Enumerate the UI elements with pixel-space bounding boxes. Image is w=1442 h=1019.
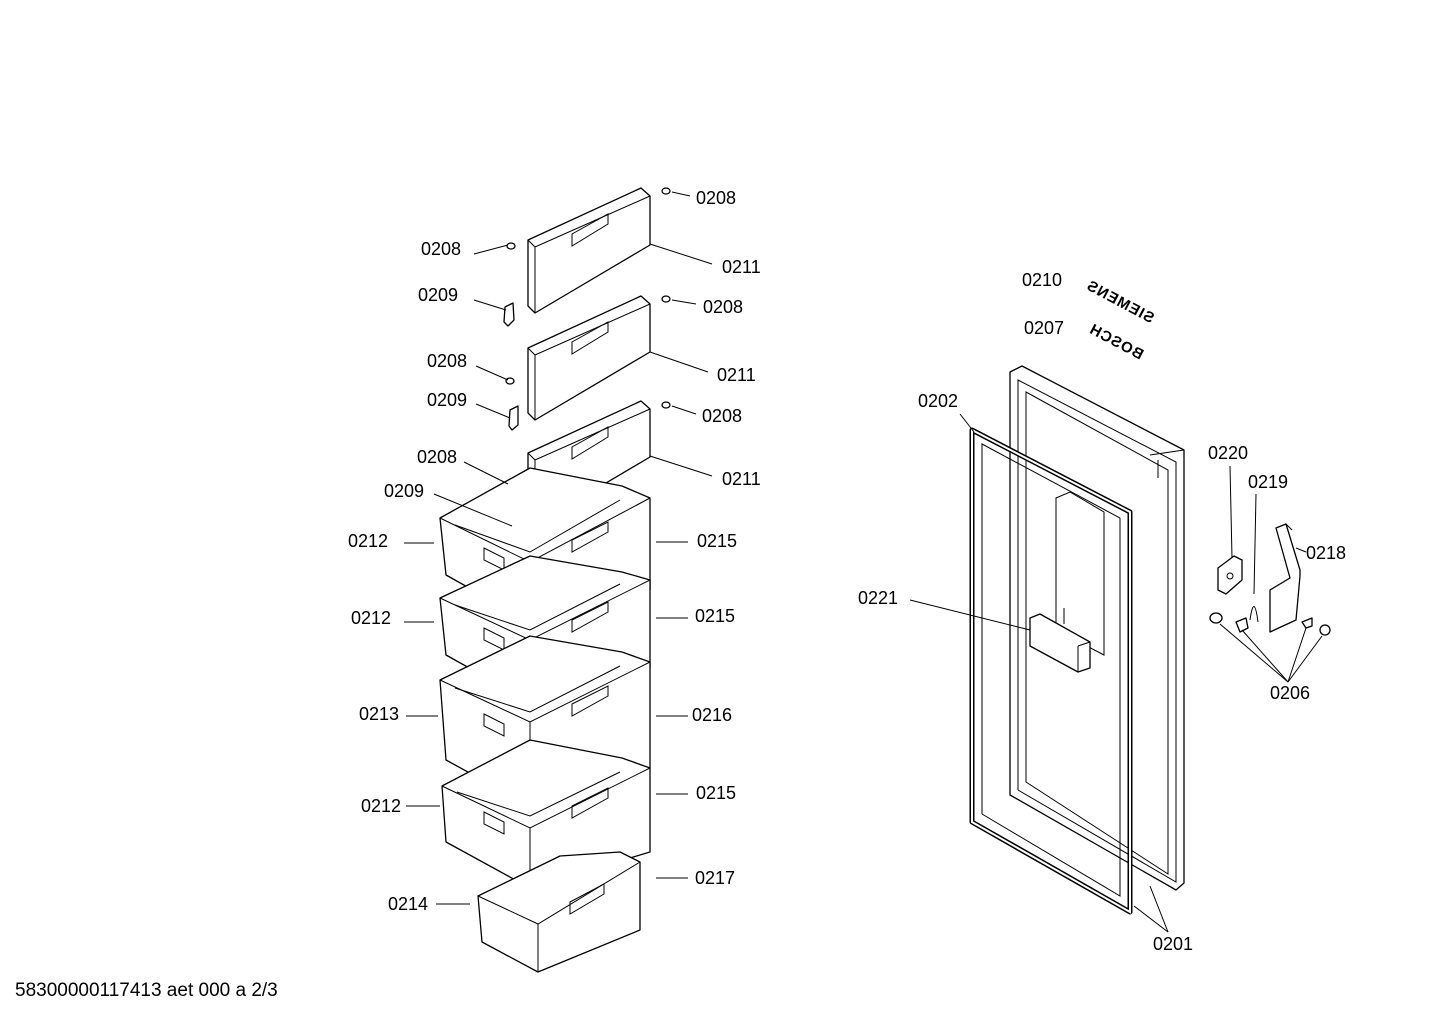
part-labels: 0208 0208 0211 0209 0208 0208 0211 0209 … xyxy=(348,188,1346,954)
label-0218: 0218 xyxy=(1306,543,1346,563)
label-0212: 0212 xyxy=(351,608,391,628)
label-0208: 0208 xyxy=(696,188,736,208)
label-0214: 0214 xyxy=(388,894,428,914)
label-0209: 0209 xyxy=(384,481,424,501)
svg-text:SIEMENS: SIEMENS xyxy=(1083,277,1157,327)
drawing-code: 58300000117413 aet 000 a 2/3 xyxy=(15,980,278,1001)
label-0216: 0216 xyxy=(692,705,732,725)
label-0209: 0209 xyxy=(427,390,467,410)
siemens-logo: SIEMENS xyxy=(1083,277,1157,327)
label-0212: 0212 xyxy=(348,531,388,551)
drawer-small xyxy=(477,851,641,973)
label-0208: 0208 xyxy=(417,447,457,467)
label-0221: 0221 xyxy=(858,588,898,608)
door-handle-box xyxy=(1029,613,1091,673)
hinge-parts xyxy=(1209,523,1331,636)
flap-middle xyxy=(527,295,651,421)
label-0219: 0219 xyxy=(1248,472,1288,492)
label-0208: 0208 xyxy=(703,297,743,317)
label-0207: 0207 xyxy=(1024,318,1064,338)
leader-lines xyxy=(404,191,1323,933)
label-0211: 0211 xyxy=(717,365,756,385)
label-0215: 0215 xyxy=(695,606,735,626)
label-0210: 0210 xyxy=(1022,270,1062,290)
label-0202: 0202 xyxy=(918,391,958,411)
label-0213: 0213 xyxy=(359,704,399,724)
label-0215: 0215 xyxy=(697,531,737,551)
label-0206: 0206 xyxy=(1270,683,1310,703)
label-0211: 0211 xyxy=(722,257,761,277)
label-0212: 0212 xyxy=(361,796,401,816)
label-0209: 0209 xyxy=(418,285,458,305)
label-0208: 0208 xyxy=(702,406,742,426)
door-gasket xyxy=(969,427,1133,915)
door-panel xyxy=(1009,365,1185,891)
bosch-logo: BOSCH xyxy=(1086,321,1146,364)
label-0208: 0208 xyxy=(421,239,461,259)
svg-text:BOSCH: BOSCH xyxy=(1086,321,1146,364)
label-0211: 0211 xyxy=(722,469,761,489)
label-0220: 0220 xyxy=(1208,443,1248,463)
flap-top xyxy=(527,187,651,314)
label-0208: 0208 xyxy=(427,351,467,371)
drawer-4 xyxy=(441,739,651,889)
label-0215: 0215 xyxy=(696,783,736,803)
label-0201: 0201 xyxy=(1153,934,1193,954)
label-0217: 0217 xyxy=(695,868,735,888)
